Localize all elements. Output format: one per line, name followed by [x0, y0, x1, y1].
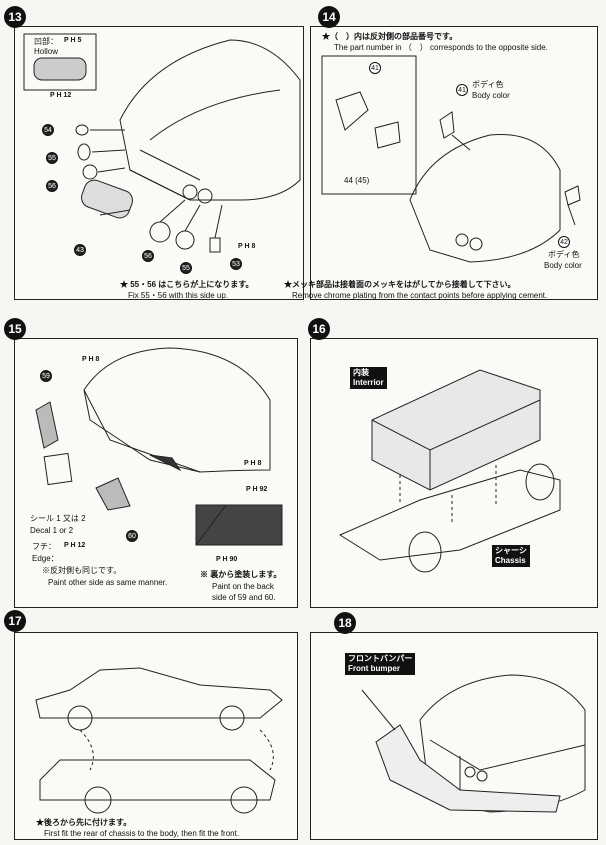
part-41b-marker: 41: [456, 84, 468, 96]
part-59-marker: 59: [40, 370, 52, 382]
body-color-jp-1: ボディ色: [472, 80, 504, 89]
step-15-panel: [14, 338, 298, 608]
body-color-en-2: Body color: [544, 261, 582, 270]
other-side-jp: ※反対側も同じです。: [42, 566, 122, 575]
interior-label-en: Interrior: [353, 378, 384, 387]
step-16-number: 16: [308, 318, 330, 340]
step-13-note-jp: ★ 55・56 はこちらが上になります。: [120, 280, 254, 289]
hollow-label-en: Hollow: [34, 47, 59, 56]
edge-label-jp: フチ：: [32, 542, 56, 551]
body-color-en-1: Body color: [472, 91, 510, 100]
decal-label-en: Decal 1 or 2: [30, 526, 74, 535]
part-43-marker: 43: [74, 244, 86, 256]
part-42-marker: 42: [558, 236, 570, 248]
part-54-marker: 54: [42, 124, 54, 136]
step-17-number: 17: [4, 610, 26, 632]
front-bumper-tag: フロントバンパー Front bumper: [345, 653, 416, 675]
front-bumper-label-en: Front bumper: [348, 664, 400, 673]
step-17-note-jp: ★後ろから先に付けます。: [36, 818, 132, 827]
step-18-number: 18: [334, 612, 356, 634]
ph8a-label: P H 8: [82, 356, 100, 363]
seal-label-jp: シール 1 又は 2: [30, 514, 86, 523]
front-bumper-label-jp: フロントバンパー: [348, 654, 413, 663]
part-55b-marker: 55: [180, 262, 192, 274]
part-53-marker: 53: [230, 258, 242, 270]
interior-label-jp: 内装: [353, 368, 369, 377]
chassis-tag: シャーシ Chassis: [492, 545, 530, 567]
back-paint-en-1: Paint on the back: [212, 582, 274, 591]
part-55-marker: 55: [46, 152, 58, 164]
part-44-45-label: 44 (45): [344, 176, 370, 185]
step-14-number: 14: [318, 6, 340, 28]
chassis-label-jp: シャーシ: [495, 546, 527, 555]
back-paint-en-2: side of 59 and 60.: [212, 593, 276, 602]
hollow-label-jp: 凹部：: [34, 37, 58, 46]
step-17-note-en: First fit the rear of chassis to the bod…: [44, 829, 240, 838]
ph5-label: P H 5: [64, 37, 82, 44]
ph8-label: P H 8: [238, 243, 256, 250]
step-15-number: 15: [4, 318, 26, 340]
part-60-marker: 60: [126, 530, 138, 542]
part-41a-marker: 41: [369, 62, 381, 74]
other-side-en: Paint other side as same manner.: [48, 578, 168, 587]
edge-label-en: Edge：: [32, 554, 59, 563]
step-14-note-en: The part number in （ ） corresponds to th…: [334, 43, 548, 52]
ph12-label: P H 12: [50, 92, 72, 99]
ph92-label: P H 92: [246, 486, 268, 493]
chrome-note-jp: ★メッキ部品は接着面のメッキをはがしてから接着して下さい。: [284, 280, 516, 289]
step-14-note-jp: ★（ ）内は反対側の部品番号です。: [322, 32, 458, 41]
step-17-panel: [14, 632, 298, 840]
back-paint-jp: ※ 裏から塗装します。: [200, 570, 282, 579]
chrome-note-en: Remove chrome plating from the contact p…: [292, 291, 548, 300]
edge-ph12-label: P H 12: [64, 542, 86, 549]
chassis-label-en: Chassis: [495, 556, 526, 565]
step-13-note-en: Fix 55・56 with this side up.: [128, 291, 229, 300]
step-14-panel: [310, 26, 598, 300]
ph90-label: P H 90: [216, 556, 238, 563]
ph8b-label: P H 8: [244, 460, 262, 467]
part-56-marker: 56: [46, 180, 58, 192]
body-color-jp-2: ボディ色: [548, 250, 580, 259]
part-56b-marker: 56: [142, 250, 154, 262]
step-13-number: 13: [4, 6, 26, 28]
interior-tag: 内装 Interrior: [350, 367, 387, 389]
